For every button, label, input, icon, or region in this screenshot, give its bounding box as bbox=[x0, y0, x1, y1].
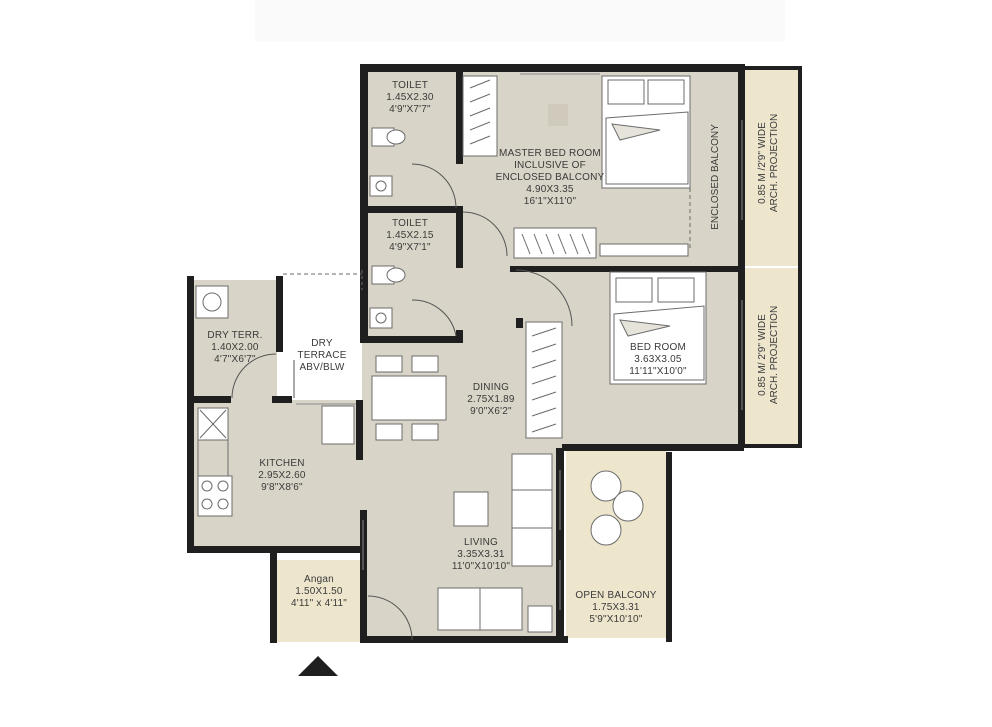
arch-projection-top-line1: 0.85 M /2'9" WIDE bbox=[757, 122, 768, 204]
entrance-arrow-icon bbox=[298, 656, 338, 676]
bedroom-name: BED ROOM bbox=[629, 342, 687, 353]
windows bbox=[296, 73, 743, 610]
doors bbox=[231, 163, 573, 641]
dry-terrace-line2: TERRACE bbox=[297, 350, 347, 361]
arch-projection-top-label: 0.85 M /2'9" WIDE ARCH. PROJECTION bbox=[757, 103, 783, 223]
toilet-1-size: 1.45X2.30 bbox=[386, 92, 434, 103]
open-balcony-size: 1.75X3.31 bbox=[592, 602, 640, 613]
toilet-1-name: TOILET bbox=[391, 80, 429, 91]
dining-imperial: 9'0"X6'2" bbox=[470, 406, 512, 417]
dry-terrace-line3: ABV/BLW bbox=[299, 362, 345, 373]
toilet-2-imperial: 4'9"X7'1" bbox=[389, 242, 431, 253]
arch-projection-bottom-line2: ARCH. PROJECTION bbox=[769, 305, 780, 405]
angan-floor bbox=[275, 560, 363, 642]
toilet-2-name: TOILET bbox=[391, 218, 429, 229]
dry-terr-small-size: 1.40X2.00 bbox=[211, 342, 259, 353]
dry-terr-small-label: DRY TERR. 1.40X2.00 4'7"X6'7" bbox=[194, 330, 276, 366]
toilet-1-label: TOILET 1.45X2.30 4'9"X7'7" bbox=[370, 80, 450, 116]
dry-terrace-label: DRY TERRACE ABV/BLW bbox=[284, 338, 360, 374]
master-bedroom-name-2: INCLUSIVE OF bbox=[514, 160, 586, 171]
dining-size: 2.75X1.89 bbox=[467, 394, 515, 405]
toilet-2-label: TOILET 1.45X2.15 4'9"X7'1" bbox=[370, 218, 450, 254]
furniture bbox=[195, 75, 707, 633]
dry-terr-small-name: DRY TERR. bbox=[207, 330, 263, 341]
enclosed-balcony-label: ENCLOSED BALCONY bbox=[710, 124, 721, 230]
angan-imperial: 4'11" x 4'11" bbox=[291, 598, 347, 609]
toilet-2-size: 1.45X2.15 bbox=[386, 230, 434, 241]
dining-label: DINING 2.75X1.89 9'0"X6'2" bbox=[454, 382, 528, 418]
arch-projection-bottom-floor bbox=[744, 268, 799, 446]
dry-terrace-line1: DRY bbox=[311, 338, 333, 349]
toilet-1-imperial: 4'9"X7'7" bbox=[389, 104, 431, 115]
master-bedroom-size: 4.90X3.35 bbox=[526, 184, 574, 195]
angan-size: 1.50X1.50 bbox=[295, 586, 343, 597]
master-bedroom-imperial: 16'1"X11'0" bbox=[523, 196, 577, 207]
living-name: LIVING bbox=[464, 537, 498, 548]
kitchen-label: KITCHEN 2.95X2.60 9'8"X8'6" bbox=[234, 458, 330, 494]
arch-projection-bottom-line1: 0.85 M/ 2'9" WIDE bbox=[757, 314, 768, 396]
angan-label: Angan 1.50X1.50 4'11" x 4'11" bbox=[276, 574, 362, 610]
living-imperial: 11'0"X10'10" bbox=[451, 561, 511, 572]
bedroom-size: 3.63X3.05 bbox=[634, 354, 682, 365]
arch-projection-bottom-label: 0.85 M/ 2'9" WIDE ARCH. PROJECTION bbox=[757, 295, 783, 415]
master-bedroom-name-1: MASTER BED ROOM bbox=[499, 148, 601, 159]
arch-projection-top-floor bbox=[744, 70, 799, 266]
living-size: 3.35X3.31 bbox=[457, 549, 505, 560]
master-bedroom-label: MASTER BED ROOM INCLUSIVE OF ENCLOSED BA… bbox=[488, 148, 612, 208]
open-balcony-imperial: 5'9"X10'10" bbox=[589, 614, 643, 625]
bedroom-imperial: 11'11"X10'0" bbox=[629, 366, 687, 377]
arch-projection-top-line2: ARCH. PROJECTION bbox=[769, 113, 780, 213]
bedroom-label: BED ROOM 3.63X3.05 11'11"X10'0" bbox=[610, 342, 706, 378]
living-label: LIVING 3.35X3.31 11'0"X10'10" bbox=[436, 537, 526, 573]
kitchen-imperial: 9'8"X8'6" bbox=[261, 482, 303, 493]
kitchen-size: 2.95X2.60 bbox=[258, 470, 306, 481]
open-balcony-name: OPEN BALCONY bbox=[575, 590, 657, 601]
kitchen-name: KITCHEN bbox=[259, 458, 305, 469]
dry-terr-small-imperial: 4'7"X6'7" bbox=[214, 354, 256, 365]
walls bbox=[187, 64, 802, 643]
open-balcony-label: OPEN BALCONY 1.75X3.31 5'9"X10'10" bbox=[566, 590, 666, 626]
angan-name: Angan bbox=[304, 574, 334, 585]
master-bedroom-name-3: ENCLOSED BALCONY bbox=[495, 172, 605, 183]
dining-name: DINING bbox=[472, 382, 510, 393]
